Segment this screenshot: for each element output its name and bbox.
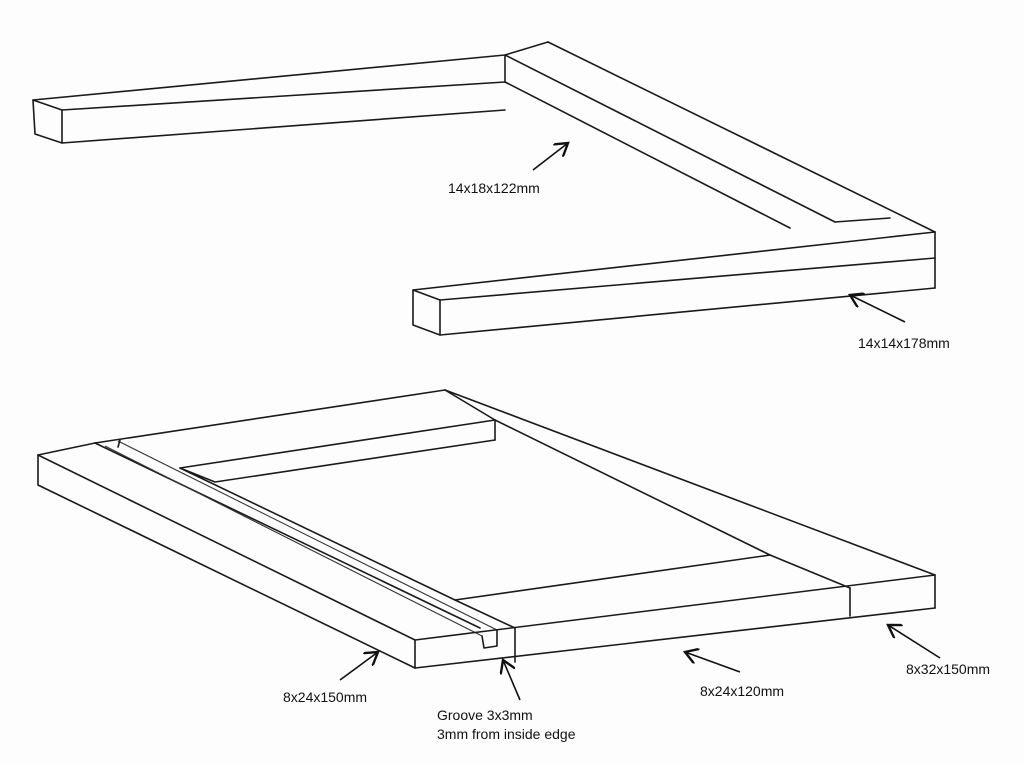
label-groove-position: 3mm from inside edge (437, 726, 576, 742)
label-right-stile: 8x32x150mm (906, 661, 991, 677)
label-top-side-rail: 14x18x122mm (448, 180, 540, 196)
bottom-panel (37, 389, 936, 669)
label-groove: Groove 3x3mm (437, 707, 533, 723)
top-side-rail (504, 41, 936, 233)
dimension-arrows (339, 143, 941, 701)
top-front-rail (412, 231, 936, 336)
top-left-rail (32, 41, 549, 144)
label-top-front-rail: 14x14x178mm (858, 335, 950, 351)
label-front-rail: 8x24x120mm (700, 683, 785, 699)
label-left-stile: 8x24x150mm (283, 689, 368, 705)
